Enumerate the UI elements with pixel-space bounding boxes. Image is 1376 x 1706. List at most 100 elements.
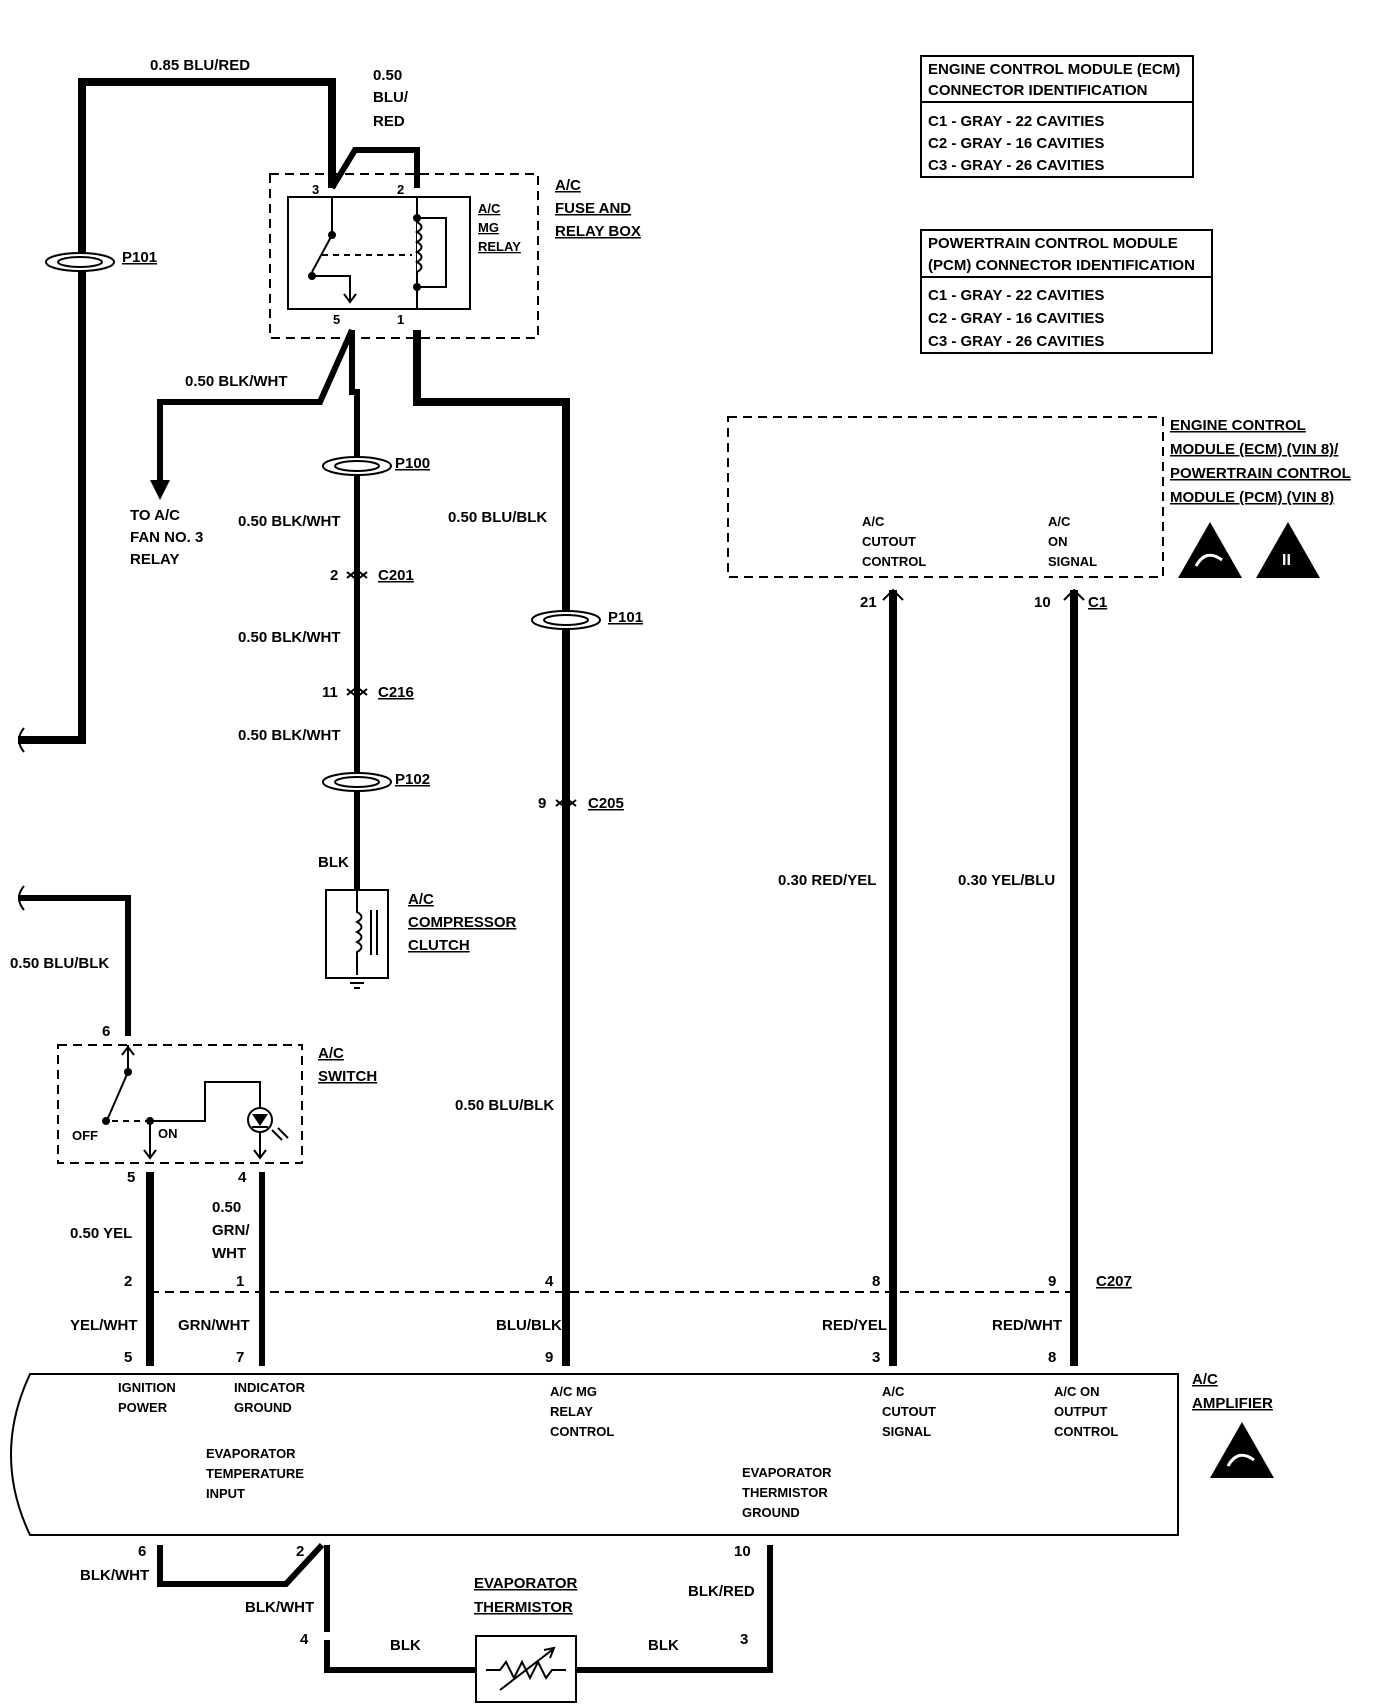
component-label: AMPLIFIER xyxy=(1192,1395,1273,1412)
wire-label: RED/YEL xyxy=(822,1317,887,1334)
ecm-table-title-1: ENGINE CONTROL MODULE (ECM) xyxy=(928,61,1180,78)
esd-warning-icon xyxy=(1210,1422,1274,1478)
connector-label: P101 xyxy=(122,249,157,266)
signal-label: OUTPUT xyxy=(1054,1404,1108,1419)
connector-label: C205 xyxy=(588,795,624,812)
pin-label: 21 xyxy=(860,594,877,611)
connector-label: C216 xyxy=(378,684,414,701)
connector-label: C201 xyxy=(378,567,414,584)
c201-connector: 2 C201 xyxy=(330,567,414,584)
ecm-table-title-2: CONNECTOR IDENTIFICATION xyxy=(928,82,1147,99)
pcm-connector-id-table: POWERTRAIN CONTROL MODULE (PCM) CONNECTO… xyxy=(920,229,1213,354)
pin-label: 5 xyxy=(124,1349,132,1366)
pin-label: 9 xyxy=(1048,1273,1056,1290)
wire-050-blu-red xyxy=(329,147,420,190)
signal-label: TEMPERATURE xyxy=(206,1466,304,1481)
signal-label: A/C MG xyxy=(550,1384,597,1399)
connector-label: C1 xyxy=(1088,594,1107,611)
pin-label: 5 xyxy=(333,312,340,327)
signal-label: INPUT xyxy=(206,1486,245,1501)
wire-label: 0.50 BLU/BLK xyxy=(10,955,109,972)
p101-connector-right: P101 xyxy=(531,609,643,630)
wire-label: 0.50 YEL xyxy=(70,1225,132,1242)
wire-label: 0.50 BLU/BLK xyxy=(455,1097,554,1114)
wire-label: 0.50 BLK/WHT xyxy=(238,629,341,646)
wire-label: 0.50 BLK/WHT xyxy=(185,373,288,390)
signal-label: A/C xyxy=(882,1384,905,1399)
wire-label: 0.50 xyxy=(212,1199,241,1216)
pin-label: 9 xyxy=(538,795,546,812)
wire-label: GRN/WHT xyxy=(178,1317,250,1334)
component-label: ENGINE CONTROL xyxy=(1170,417,1306,434)
signal-label: GROUND xyxy=(234,1400,292,1415)
ecm-connector-id-table: ENGINE CONTROL MODULE (ECM) CONNECTOR ID… xyxy=(920,55,1194,178)
wire-label: BLK xyxy=(648,1637,679,1654)
relay-label: A/C xyxy=(478,201,501,216)
wire-label: BLK/RED xyxy=(688,1583,755,1600)
pin-label: 11 xyxy=(322,684,338,701)
ac-amplifier: 5 7 9 3 8 IGNITION POWER INDICATOR GROUN… xyxy=(10,1349,1273,1560)
signal-label: EVAPORATOR xyxy=(742,1465,832,1480)
pin-label: 6 xyxy=(138,1543,146,1560)
wire-050-blu-blk-switch xyxy=(18,895,131,1036)
component-label: EVAPORATOR xyxy=(474,1575,578,1592)
c216-connector: 11 C216 xyxy=(322,684,414,701)
pin-label: 3 xyxy=(312,182,319,197)
signal-label: CONTROL xyxy=(1054,1424,1118,1439)
p101-connector-left: P101 xyxy=(45,249,157,272)
component-label: MODULE (ECM) (VIN 8)/ xyxy=(1170,441,1339,458)
signal-label: POWER xyxy=(118,1400,168,1415)
wire-label: BLK xyxy=(390,1637,421,1654)
pin-label: 10 xyxy=(734,1543,751,1560)
caution-triangle-icon: II xyxy=(1256,522,1320,578)
wire-label: 0.50 BLK/WHT xyxy=(238,727,341,744)
signal-label: SIGNAL xyxy=(1048,554,1097,569)
pin-label: 2 xyxy=(330,567,338,584)
pcm-table-row: C1 - GRAY - 22 CAVITIES xyxy=(928,287,1104,304)
wire-blk-wht-pin6 xyxy=(157,1542,325,1587)
wire-label: 0.30 YEL/BLU xyxy=(958,872,1055,889)
ac-compressor-clutch: A/C COMPRESSOR CLUTCH xyxy=(325,889,517,989)
pin-label: 2 xyxy=(296,1543,304,1560)
pin-label: 1 xyxy=(236,1273,244,1290)
component-label: FUSE AND xyxy=(555,200,631,217)
component-label: THERMISTOR xyxy=(474,1599,573,1616)
signal-label: RELAY xyxy=(550,1404,593,1419)
wire-label: 0.85 BLU/RED xyxy=(150,57,250,74)
signal-label: CUTOUT xyxy=(882,1404,936,1419)
pcm-table-title-1: POWERTRAIN CONTROL MODULE xyxy=(928,235,1178,252)
pin-label: 2 xyxy=(397,182,404,197)
wire-label: BLK xyxy=(318,854,349,871)
svg-text:II: II xyxy=(1282,552,1291,569)
wire-label: BLK/WHT xyxy=(80,1567,149,1584)
connector-label: P102 xyxy=(395,771,430,788)
signal-label: ON xyxy=(1048,534,1068,549)
wire-label: 0.50 BLK/WHT xyxy=(238,513,341,530)
c205-connector: 9 C205 xyxy=(538,795,624,812)
wire-label: BLK/WHT xyxy=(245,1599,314,1616)
wire-label: TO A/C xyxy=(130,507,180,524)
esd-warning-icon xyxy=(1178,522,1242,578)
pin-label: 2 xyxy=(124,1273,132,1290)
switch-position-label: ON xyxy=(158,1126,178,1141)
arrow-icon xyxy=(150,480,170,500)
wire-label: 0.50 BLU/BLK xyxy=(448,509,547,526)
pcm-table-row: C2 - GRAY - 16 CAVITIES xyxy=(928,310,1104,327)
wire-label: RED xyxy=(373,113,405,130)
relay-label: RELAY xyxy=(478,239,521,254)
pin-label: 9 xyxy=(545,1349,553,1366)
pin-label: 8 xyxy=(1048,1349,1056,1366)
pin-label: 3 xyxy=(740,1631,748,1648)
signal-label: A/C xyxy=(862,514,885,529)
wire-label: GRN/ xyxy=(212,1222,250,1239)
p102-connector: P102 xyxy=(322,771,430,792)
wire-end xyxy=(18,885,25,911)
component-label: CLUTCH xyxy=(408,937,470,954)
component-label: POWERTRAIN CONTROL xyxy=(1170,465,1351,482)
signal-label: THERMISTOR xyxy=(742,1485,828,1500)
component-label: A/C xyxy=(1192,1371,1218,1388)
wire-label: FAN NO. 3 xyxy=(130,529,203,546)
wire-label: 0.50 xyxy=(373,67,402,84)
p100-connector: P100 xyxy=(322,455,430,476)
